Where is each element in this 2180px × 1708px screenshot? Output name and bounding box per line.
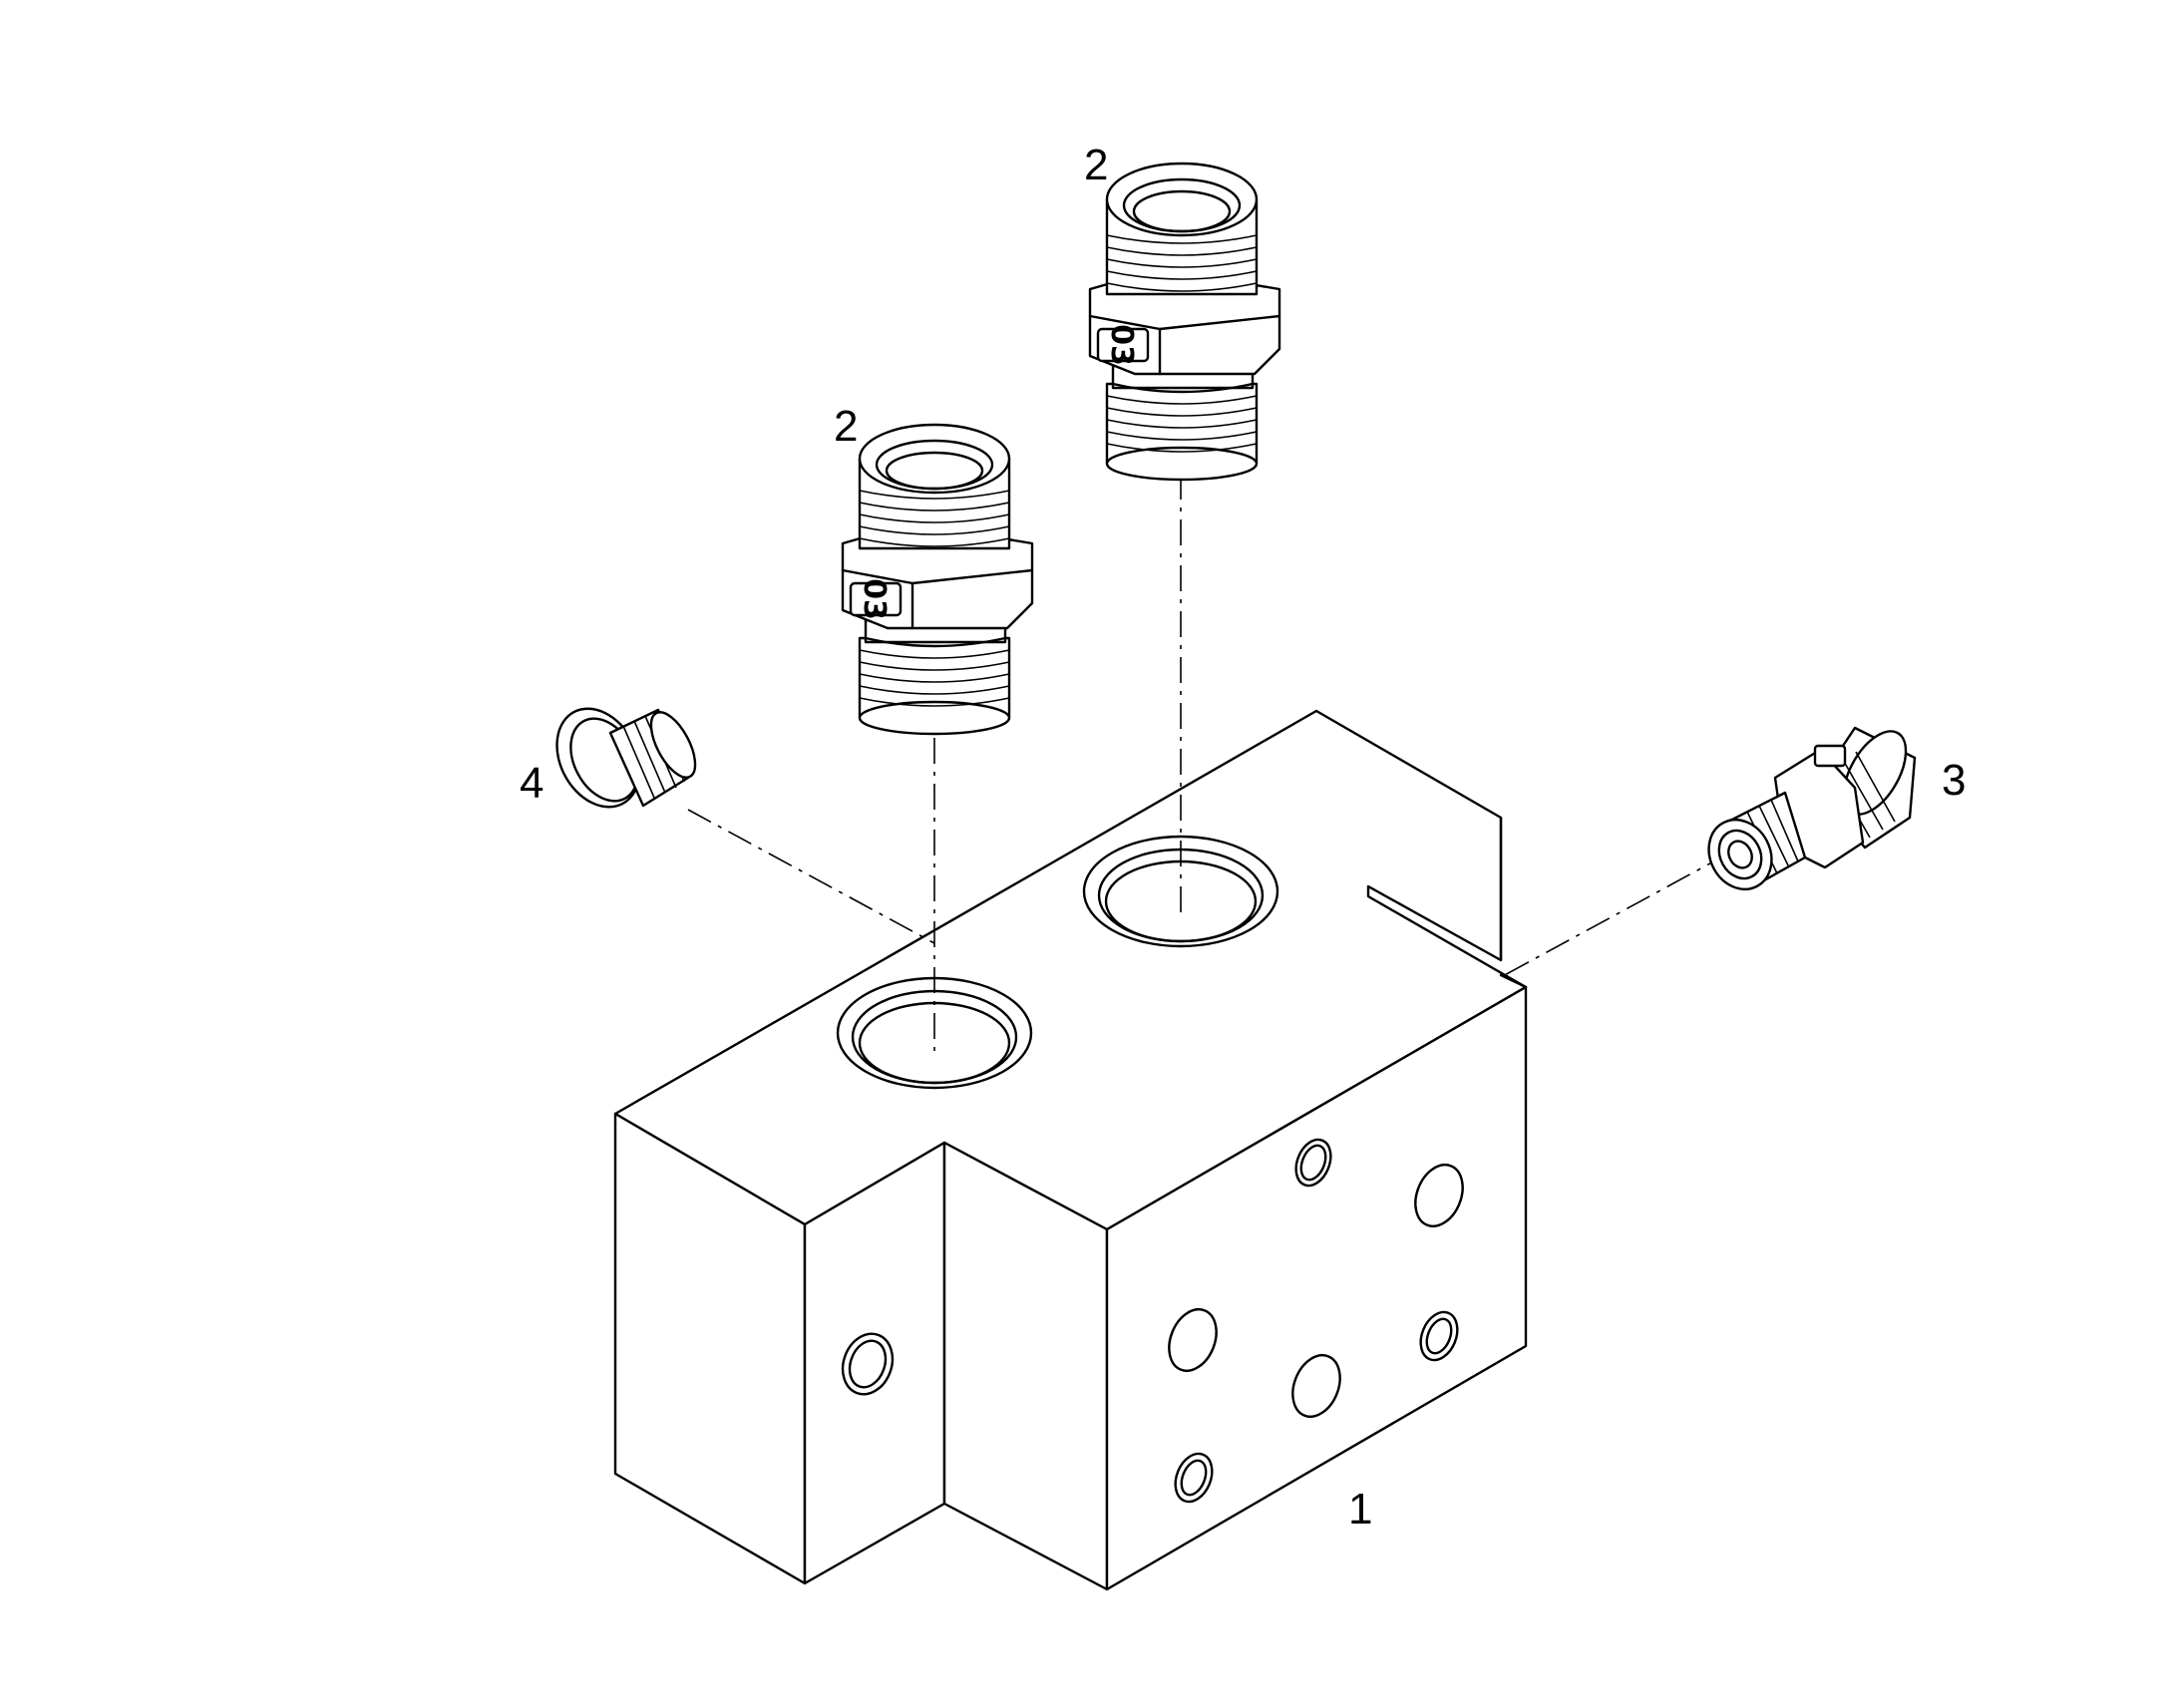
callout-labels: 1 2 2 3 4	[520, 141, 1966, 1534]
callout-2-lower: 2	[834, 402, 858, 451]
center-lines	[687, 474, 1731, 1057]
front-face-holes	[1168, 1138, 1464, 1504]
callout-1: 1	[1348, 1485, 1372, 1534]
adapter-left-fitting: 03	[841, 423, 1034, 736]
callout-3: 3	[1942, 756, 1966, 805]
plug-fitting	[555, 707, 697, 809]
callout-4: 4	[520, 759, 544, 808]
block-front-face	[1105, 985, 1528, 1591]
adapter-right-fitting: 03	[1088, 162, 1281, 482]
callout-2-upper: 2	[1084, 141, 1108, 189]
adapter-right-marking: 03	[1104, 324, 1139, 366]
manifold-block	[613, 709, 1528, 1591]
adapter-left-marking: 03	[857, 578, 892, 620]
side-fitting	[1707, 726, 1917, 890]
side-port	[841, 1332, 895, 1396]
